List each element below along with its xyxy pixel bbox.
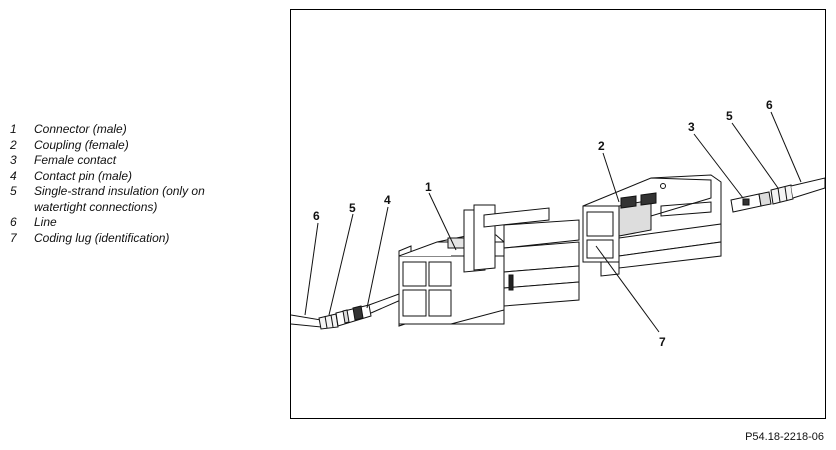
legend-item-4: 4 Contact pin (male) bbox=[10, 169, 290, 185]
legend-item-2: 2 Coupling (female) bbox=[10, 138, 290, 154]
legend-number: 6 bbox=[10, 215, 17, 229]
legend-number: 7 bbox=[10, 230, 17, 245]
figure-reference-code: P54.18-2218-06 bbox=[745, 431, 824, 443]
callout-5-left: 5 bbox=[349, 201, 356, 215]
callout-3: 3 bbox=[688, 120, 695, 134]
right-line bbox=[790, 177, 825, 199]
legend-item-1: 1 Connector (male) bbox=[10, 122, 290, 138]
legend-text: Single-strand insulation (only on watert… bbox=[34, 184, 205, 214]
left-line bbox=[291, 314, 322, 328]
callout-6-left: 6 bbox=[313, 209, 320, 223]
legend-number: 1 bbox=[10, 122, 17, 136]
legend-item-7: 7 Coding lug (identification) bbox=[10, 231, 290, 247]
legend-text: Contact pin (male) bbox=[34, 168, 133, 183]
legend-number: 3 bbox=[10, 153, 17, 167]
legend-text: Connector (male) bbox=[34, 122, 127, 136]
connector-exploded-view: 6 5 4 1 2 3 5 6 7 bbox=[291, 98, 825, 349]
callout-6-right: 6 bbox=[766, 98, 773, 112]
callout-7: 7 bbox=[659, 335, 666, 349]
coupling-female bbox=[582, 174, 722, 277]
legend-text: Coupling (female) bbox=[34, 137, 129, 152]
callout-1: 1 bbox=[425, 180, 432, 194]
parts-legend: 1 Connector (male) 2 Coupling (female) 3… bbox=[10, 122, 290, 246]
left-insulation-sleeve bbox=[318, 313, 339, 330]
legend-number: 4 bbox=[10, 168, 17, 183]
legend-number: 5 bbox=[10, 184, 17, 198]
connector-figure-frame: 6 5 4 1 2 3 5 6 7 bbox=[290, 9, 826, 419]
legend-text: Coding lug (identification) bbox=[34, 230, 170, 245]
female-contact bbox=[730, 191, 772, 213]
legend-number: 2 bbox=[10, 137, 17, 152]
legend-text: Line bbox=[34, 215, 57, 229]
legend-item-5: 5 Single-strand insulation (only on wate… bbox=[10, 184, 290, 215]
legend-item-6: 6 Line bbox=[10, 215, 290, 231]
right-insulation-sleeve bbox=[770, 184, 794, 205]
legend-item-3: 3 Female contact bbox=[10, 153, 290, 169]
callout-5-right: 5 bbox=[726, 109, 733, 123]
callout-4: 4 bbox=[384, 193, 391, 207]
connector-male bbox=[398, 204, 580, 327]
callout-leaders bbox=[304, 111, 802, 333]
contact-pin-male bbox=[335, 291, 408, 327]
callout-2: 2 bbox=[598, 139, 605, 153]
legend-text: Female contact bbox=[34, 153, 117, 167]
